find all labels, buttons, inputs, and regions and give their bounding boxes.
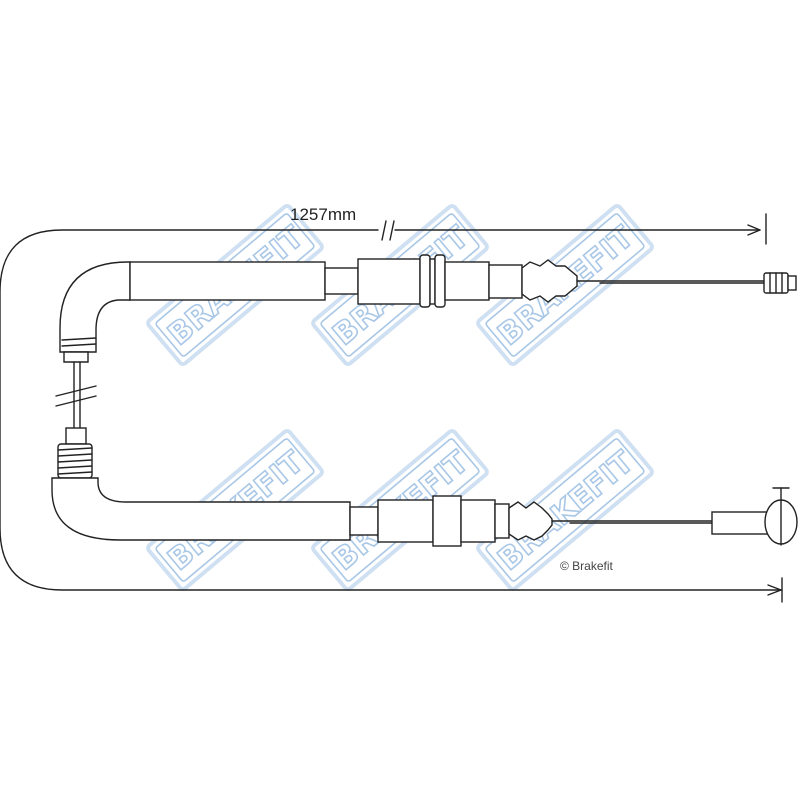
dimension-line: 1257mm — [0, 205, 783, 603]
copyright-text: © Brakefit — [560, 559, 614, 573]
dimension-label: 1257mm — [290, 205, 356, 224]
spring — [57, 443, 93, 479]
connecting-cable — [55, 351, 97, 446]
top-cable — [59, 254, 797, 353]
bottom-cable — [51, 443, 798, 547]
